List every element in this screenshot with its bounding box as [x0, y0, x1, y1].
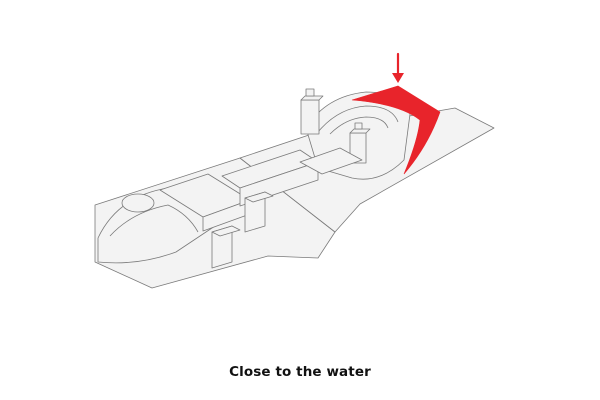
waterfront-building-inner-curve [329, 116, 389, 135]
waterfront-building-roof-curve [317, 105, 399, 133]
left-tower-crown [305, 88, 315, 97]
caption: Close to the water [229, 364, 371, 380]
right-tower-crown [354, 122, 363, 130]
down-arrow-icon [392, 52, 404, 83]
small-dome [121, 193, 155, 213]
tower-block-a-top [211, 225, 241, 237]
tower-block-b-top [244, 191, 274, 203]
waterfront-edge-highlight [351, 85, 441, 175]
stepped-block [299, 147, 363, 175]
left-tower [300, 99, 320, 135]
left-tower-top [300, 95, 324, 101]
curved-roof-ridge [109, 204, 199, 237]
right-tower-top [349, 128, 371, 134]
